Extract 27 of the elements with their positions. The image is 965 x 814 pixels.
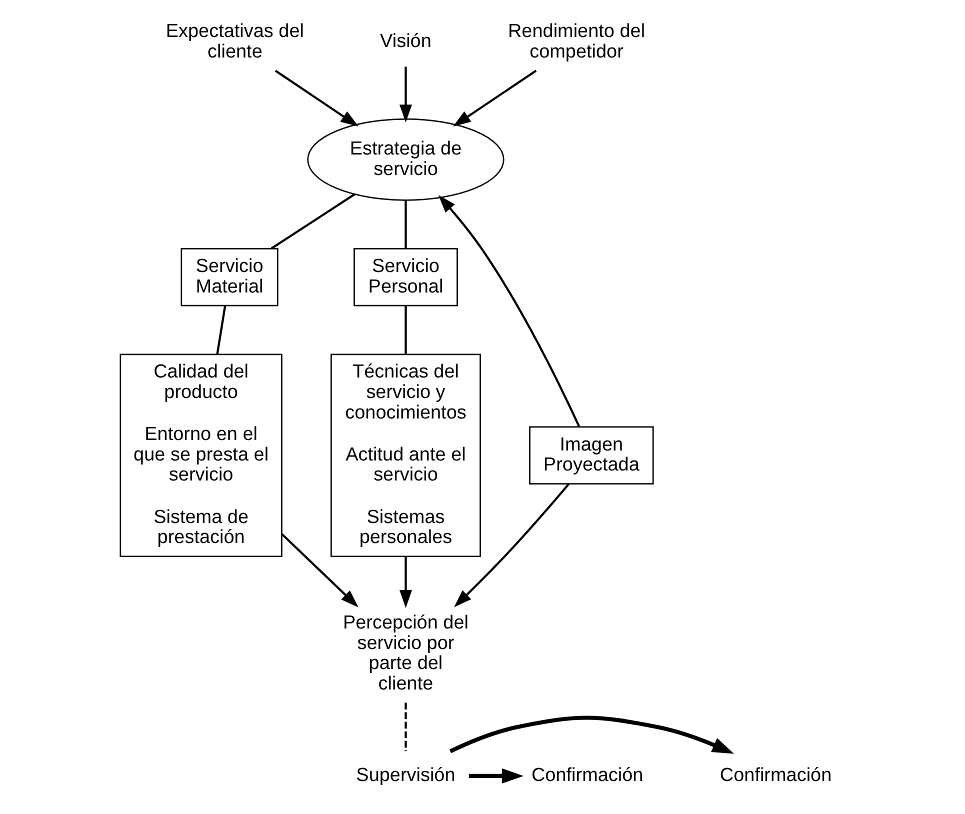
node-box: Servicio Material (180, 248, 278, 306)
connector (270, 193, 355, 250)
connector (404, 702, 406, 752)
arrow (274, 70, 358, 127)
arrow (398, 66, 412, 123)
arrow (454, 483, 570, 608)
arrow (448, 716, 734, 754)
arrow (468, 768, 524, 784)
node-text: Confirmación (719, 764, 832, 786)
node-text: Supervisión (356, 764, 455, 786)
connector (216, 306, 226, 354)
connector (404, 306, 406, 354)
arrow (452, 70, 536, 127)
arrow (438, 195, 580, 427)
node-text: Confirmación (530, 764, 643, 786)
node-text: Percepción del servicio por parte del cliente (342, 612, 468, 694)
node-text: Visión (380, 31, 431, 52)
node-box: Imagen Proyectada (528, 426, 654, 485)
connector (404, 200, 406, 248)
node-box: Servicio Personal (353, 248, 458, 306)
node-box: Calidad del producto Entorno en el que se presta el servicio Sistema de prestación (119, 354, 282, 558)
arrow (398, 556, 412, 608)
arrow (280, 533, 358, 608)
node-text: Rendimiento del competidor (507, 20, 645, 62)
node-ellipse: Estrategia de servicio (306, 118, 504, 201)
node-box: Técnicas del servicio y conocimientos Actitud ante el servicio Sistemas personales (330, 354, 480, 558)
node-text: Expectativas del cliente (165, 20, 304, 62)
